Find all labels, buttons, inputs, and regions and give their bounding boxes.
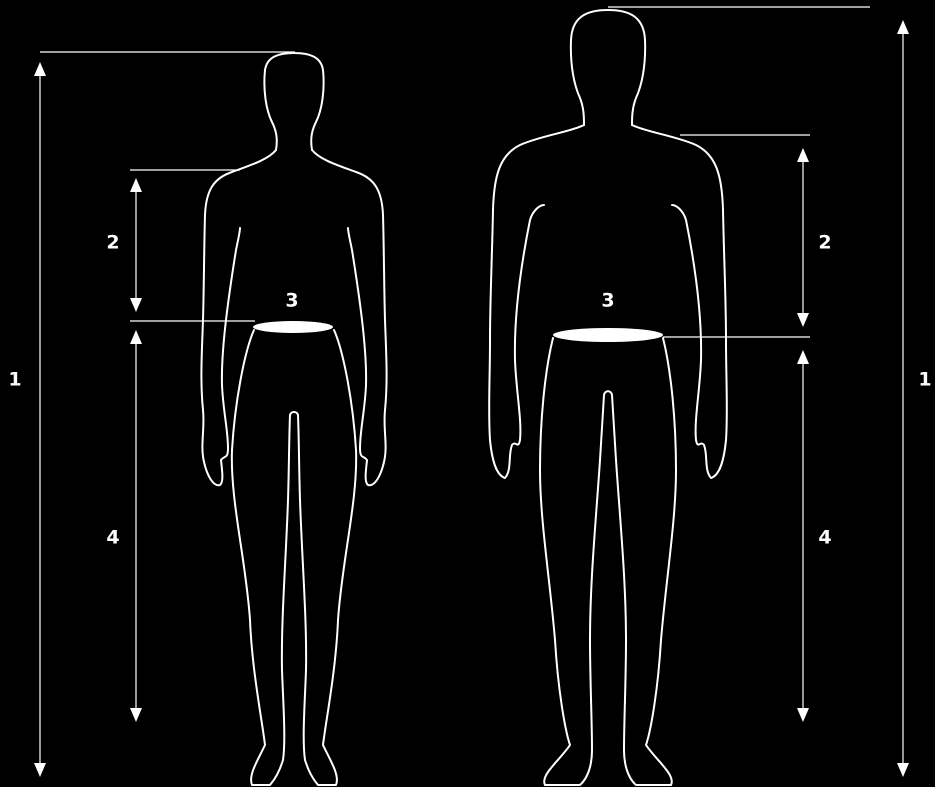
female-torso-arrow-bottom bbox=[130, 298, 142, 312]
male-leg-left-outline bbox=[540, 338, 604, 785]
male-figure: 1 2 3 4 bbox=[489, 7, 932, 785]
male-height-arrow-bottom bbox=[897, 763, 909, 777]
female-height-label: 1 bbox=[8, 369, 21, 391]
female-height-arrow-bottom bbox=[34, 763, 46, 777]
male-body-right-outline bbox=[632, 125, 727, 478]
female-leg-label: 4 bbox=[106, 527, 119, 549]
male-crotch-outline bbox=[604, 391, 612, 395]
female-leg-right-outline bbox=[298, 330, 356, 785]
male-head-outline bbox=[571, 10, 645, 125]
male-height-label: 1 bbox=[918, 369, 931, 391]
female-waist-band bbox=[253, 321, 333, 333]
female-torso-label: 2 bbox=[106, 232, 119, 254]
female-leg-arrow-top bbox=[130, 330, 142, 344]
female-head-outline bbox=[264, 53, 323, 150]
female-crotch-outline bbox=[290, 412, 298, 415]
female-figure: 1 2 3 4 bbox=[8, 52, 386, 785]
male-waist-band bbox=[553, 328, 663, 342]
female-body-left-outline bbox=[201, 150, 276, 485]
male-body-left-outline bbox=[489, 125, 584, 478]
female-waist-label: 3 bbox=[285, 290, 298, 312]
male-leg-arrow-top bbox=[797, 350, 809, 364]
male-torso-arrow-top bbox=[797, 148, 809, 162]
female-body-right-outline bbox=[312, 150, 387, 485]
female-leg-left-outline bbox=[232, 330, 290, 785]
male-height-arrow-top bbox=[897, 20, 909, 34]
male-torso-label: 2 bbox=[818, 232, 831, 254]
female-torso-arrow-top bbox=[130, 178, 142, 192]
male-torso-arrow-bottom bbox=[797, 313, 809, 327]
female-height-arrow-top bbox=[34, 62, 46, 76]
female-leg-arrow-bottom bbox=[130, 708, 142, 722]
male-leg-arrow-bottom bbox=[797, 708, 809, 722]
male-leg-right-outline bbox=[612, 338, 676, 785]
male-waist-label: 3 bbox=[601, 290, 614, 312]
male-leg-label: 4 bbox=[818, 527, 831, 549]
